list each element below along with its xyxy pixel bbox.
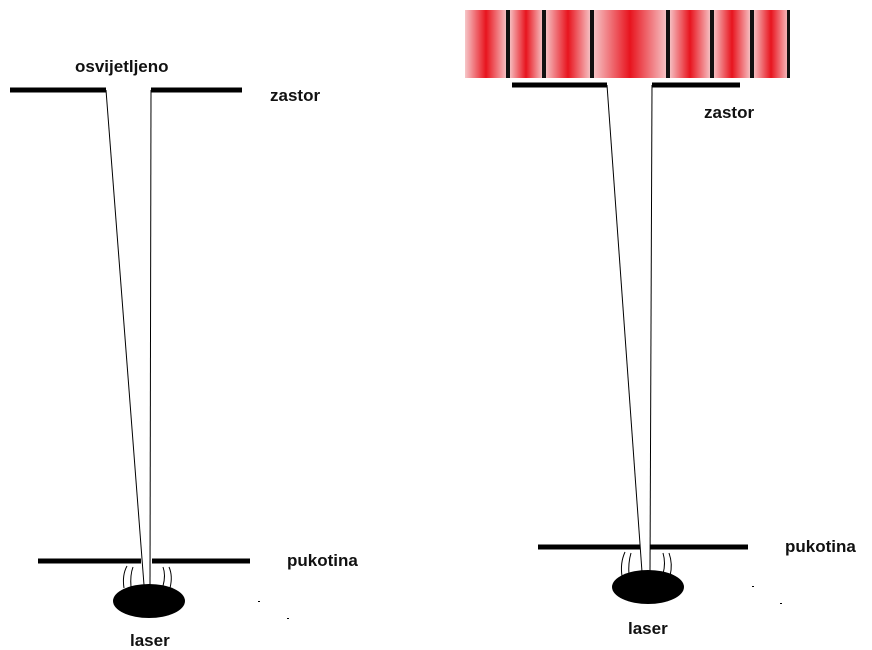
right-setup: zastor pukotina laser	[465, 10, 856, 638]
fringe-band	[669, 10, 711, 78]
right-laser-label: laser	[628, 619, 668, 638]
right-beam-edge-left	[606, 84, 643, 573]
left-stray-mark	[258, 601, 260, 602]
left-setup: osvijetljeno zastor pukotina laser	[10, 57, 358, 650]
dark-fringe	[666, 10, 670, 78]
fringe-band	[713, 10, 751, 78]
illuminated-spot	[106, 87, 151, 93]
fringe-band	[753, 10, 789, 78]
left-laser-label: laser	[130, 631, 170, 650]
left-slit-label: pukotina	[287, 551, 358, 570]
dark-fringe	[710, 10, 714, 78]
illuminated-label: osvijetljeno	[75, 57, 169, 76]
fringe-band	[545, 10, 591, 78]
left-screen-label: zastor	[270, 86, 320, 105]
dark-fringe	[506, 10, 510, 78]
right-stray-mark	[752, 586, 754, 587]
fringe-band	[509, 10, 543, 78]
right-slit-label: pukotina	[785, 537, 856, 556]
right-beam-edge-right	[649, 84, 653, 573]
dark-fringe	[590, 10, 594, 78]
left-stray-mark-2	[287, 618, 289, 619]
left-beam-edge-right	[149, 89, 152, 586]
right-laser	[612, 570, 684, 604]
right-stray-mark-2	[780, 603, 782, 604]
dark-fringe	[750, 10, 754, 78]
fringe-pattern	[465, 10, 790, 78]
right-screen-label: zastor	[704, 103, 754, 122]
dark-fringe	[787, 10, 790, 78]
left-laser	[113, 584, 185, 618]
left-beam-edge-left	[105, 89, 145, 586]
left-laser-rays	[122, 565, 172, 589]
dark-fringe	[542, 10, 546, 78]
fringe-band-central	[593, 10, 667, 78]
fringe-band	[465, 10, 507, 78]
